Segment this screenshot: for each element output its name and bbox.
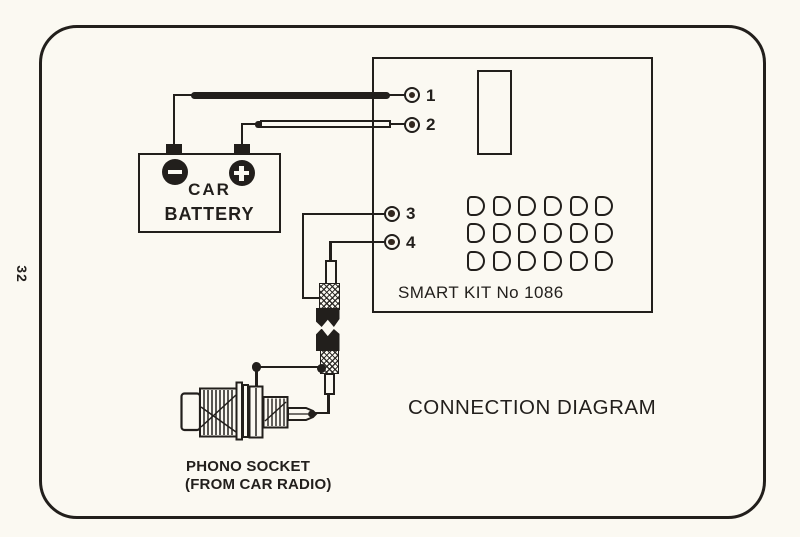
wire-ground-h	[256, 365, 322, 368]
terminal-1-label: 1	[426, 85, 436, 105]
page-border-frame	[39, 25, 766, 519]
battery-label-line1: CAR	[188, 180, 231, 199]
phono-socket-caption-line2: (FROM CAR RADIO)	[185, 476, 332, 493]
terminal-3-label: 3	[406, 204, 416, 223]
page-number: 32	[13, 265, 30, 283]
board-grid-cell	[518, 223, 537, 244]
board-grid-cell	[595, 196, 614, 216]
board-grid-cell	[544, 223, 563, 244]
wire-center-conductor-v	[327, 393, 330, 414]
wire-terminal3-v	[301, 212, 304, 299]
board-grid-cell	[492, 250, 511, 271]
circuit-board	[372, 57, 653, 313]
terminal-2-icon	[404, 116, 420, 133]
knurl-lines	[200, 390, 237, 435]
board-grid-cell	[544, 250, 563, 271]
cable-inner-insulation-top	[324, 259, 337, 285]
board-grid-cell	[467, 223, 485, 244]
minus-circle-icon	[162, 159, 188, 185]
terminal-4-icon	[383, 234, 400, 250]
thread-lines	[264, 398, 287, 426]
white-wire-tip	[255, 120, 263, 128]
braid-solder-dot-lower	[317, 363, 326, 373]
wire-center-conductor-to-pin	[313, 411, 330, 414]
thick-black-wire	[191, 91, 390, 99]
kit-name-label: SMART KIT No 1086	[398, 283, 564, 302]
board-component-rect	[477, 70, 512, 155]
board-grid-cell	[569, 223, 588, 244]
board-grid-cell	[518, 196, 537, 216]
wire-minus-stem	[172, 95, 175, 145]
board-grid-cell	[492, 196, 511, 216]
diagram-title: CONNECTION DIAGRAM	[408, 396, 657, 419]
board-grid-cell	[595, 223, 614, 244]
cable-braid-upper	[319, 283, 340, 310]
wire-terminal3-h	[301, 212, 386, 215]
pin-solder-dot	[308, 410, 315, 418]
board-grid-cell	[569, 250, 588, 271]
terminal-3-icon	[383, 205, 400, 222]
board-grid-cell	[595, 250, 614, 271]
terminal-1-icon	[404, 87, 420, 103]
cable-inner-insulation-bottom	[324, 373, 335, 395]
terminal-4-label: 4	[406, 232, 416, 252]
terminal-2-label: 2	[426, 115, 436, 134]
board-grid-cell	[467, 250, 485, 271]
cable-jacket-torn-bottom	[316, 328, 340, 351]
wire-plus-stem	[240, 124, 243, 145]
board-grid-cell	[492, 223, 511, 244]
battery-minus-post	[166, 144, 182, 154]
wire-minus-lead	[172, 93, 193, 96]
wire-plus-lead	[240, 122, 259, 125]
board-grid-cell	[544, 196, 563, 216]
wire-terminal3-to-braid	[301, 296, 324, 299]
battery-label-line2: BATTERY	[164, 204, 255, 224]
board-grid	[467, 196, 614, 271]
wire-terminal2-lead	[389, 122, 405, 125]
phono-socket-figure	[180, 381, 318, 441]
minus-bar	[168, 169, 182, 175]
board-grid-cell	[467, 196, 485, 216]
phono-socket-caption-line1: PHONO SOCKET	[186, 458, 311, 475]
board-grid-cell	[518, 250, 537, 271]
cable-jacket-torn-top	[316, 308, 340, 327]
board-grid-cell	[569, 196, 588, 216]
wire-ground-v	[255, 366, 258, 388]
plus-circle-icon	[228, 160, 255, 186]
car-battery-box	[138, 153, 281, 233]
battery-plus-post	[234, 144, 250, 154]
wire-terminal1-lead	[388, 93, 405, 96]
wire-terminal4-h	[329, 240, 385, 243]
wire-terminal4-v	[329, 240, 332, 262]
